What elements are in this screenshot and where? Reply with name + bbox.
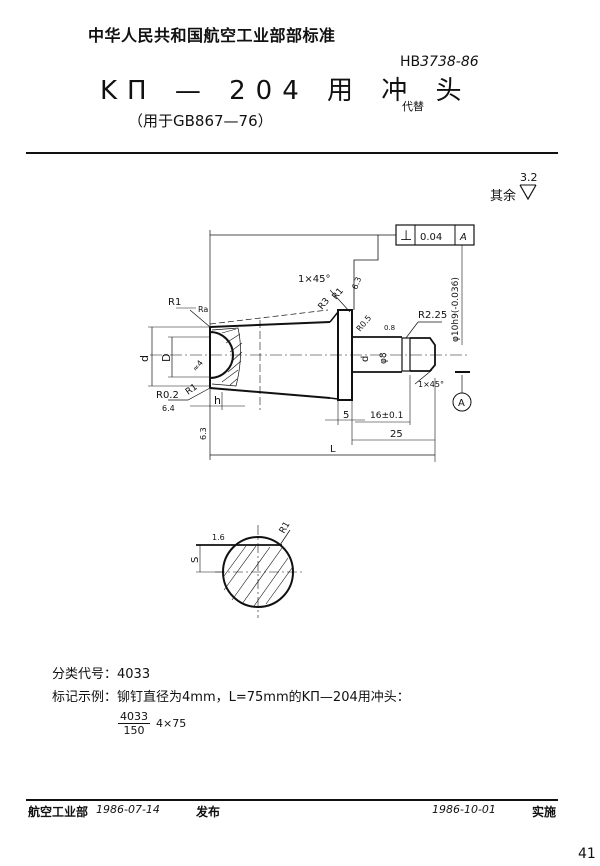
replaces-label: 代替 — [402, 100, 424, 113]
dim-phi-d-label: d — [360, 356, 371, 362]
ra-left-bottom-label: 6.3 — [199, 427, 208, 440]
chamfer-bottom-label: 1×45° — [418, 380, 444, 389]
page-number: 41 — [578, 846, 596, 862]
dim-D-label: D — [160, 354, 173, 362]
section-ra-label: 1.6 — [212, 533, 225, 542]
ra-small-label: 0.8 — [384, 324, 395, 332]
classification-value: 4033 — [117, 667, 151, 682]
roughness-label: 其余 — [490, 189, 517, 204]
r1-left-label: R1 — [168, 297, 181, 308]
standard-number-value: 3738-86 — [420, 54, 479, 70]
header-divider — [26, 152, 558, 154]
tolerance-value: 0.04 — [420, 232, 442, 243]
general-roughness: 其余 3.2 — [490, 171, 538, 204]
r05-label: R0.5 — [355, 313, 374, 333]
classification-label: 分类代号： — [52, 667, 118, 682]
standard-prefix: HB — [400, 54, 421, 70]
roughness-triangle-icon — [519, 184, 537, 201]
dim-L-label: L — [330, 444, 336, 455]
punch-drawing: ⊥ 0.04 A 1×45° R1 Ra R3 R1 R0.5 6.3 0.8 … — [138, 224, 475, 618]
document-title: KП — 204 用 冲 头 — [100, 76, 472, 106]
dim-5-label: 5 — [343, 410, 349, 421]
roughness-value: 3.2 — [520, 171, 538, 184]
issuer: 航空工业部 — [28, 805, 89, 819]
dim-25-label: 25 — [390, 429, 403, 440]
standard-number: HB3738-86 — [400, 54, 479, 70]
issue-date: 1986-07-14 — [96, 803, 160, 816]
example-text: 铆钉直径为4mm，L=75mm的KП—204用冲头： — [117, 690, 410, 705]
effective-label: 实施 — [532, 805, 557, 819]
spherical-radius-label: ≈4 — [191, 358, 205, 373]
dim-phi8-label: φ8 — [379, 352, 389, 364]
fraction-suffix: 4×75 — [156, 717, 187, 730]
section-s-label: S — [190, 557, 201, 563]
ra-64-label: 6.4 — [162, 404, 175, 413]
marking-fraction: 4033 150 — [118, 710, 150, 737]
section-r1-label: R1 — [278, 520, 293, 535]
diameter-tolerance-label: φ10h9(-0.036) — [451, 277, 461, 342]
example-line: 标记示例：铆钉直径为4mm，L=75mm的KП—204用冲头： — [52, 686, 410, 705]
perpendicularity-symbol: ⊥ — [400, 228, 412, 244]
dim-h-label: h — [214, 394, 221, 407]
ra-top-label: 6.3 — [350, 276, 363, 291]
footer-divider — [26, 799, 558, 801]
datum-A-label: A — [458, 398, 465, 409]
example-label: 标记示例： — [52, 690, 118, 705]
r3-label: R3 — [317, 296, 332, 312]
dim-d-label: d — [138, 355, 151, 362]
document-subtitle: （用于GB867—76） — [128, 112, 273, 130]
issue-label: 发布 — [196, 805, 221, 819]
effective-date: 1986-10-01 — [432, 803, 496, 816]
tolerance-datum: A — [459, 232, 467, 243]
r225-label: R2.25 — [418, 310, 447, 321]
dim-16-label: 16±0.1 — [370, 411, 403, 421]
r02-label: R0.2 — [156, 390, 179, 401]
r1-shoulder-label: R1 — [331, 286, 346, 302]
classification-line: 分类代号：4033 — [52, 663, 150, 682]
chamfer-top-label: 1×45° — [298, 274, 330, 285]
fraction-numerator: 4033 — [118, 710, 150, 724]
organization-title: 中华人民共和国航空工业部部标准 — [88, 26, 336, 45]
ra-left-label: Ra — [198, 305, 208, 314]
fraction-denominator: 150 — [123, 724, 145, 737]
